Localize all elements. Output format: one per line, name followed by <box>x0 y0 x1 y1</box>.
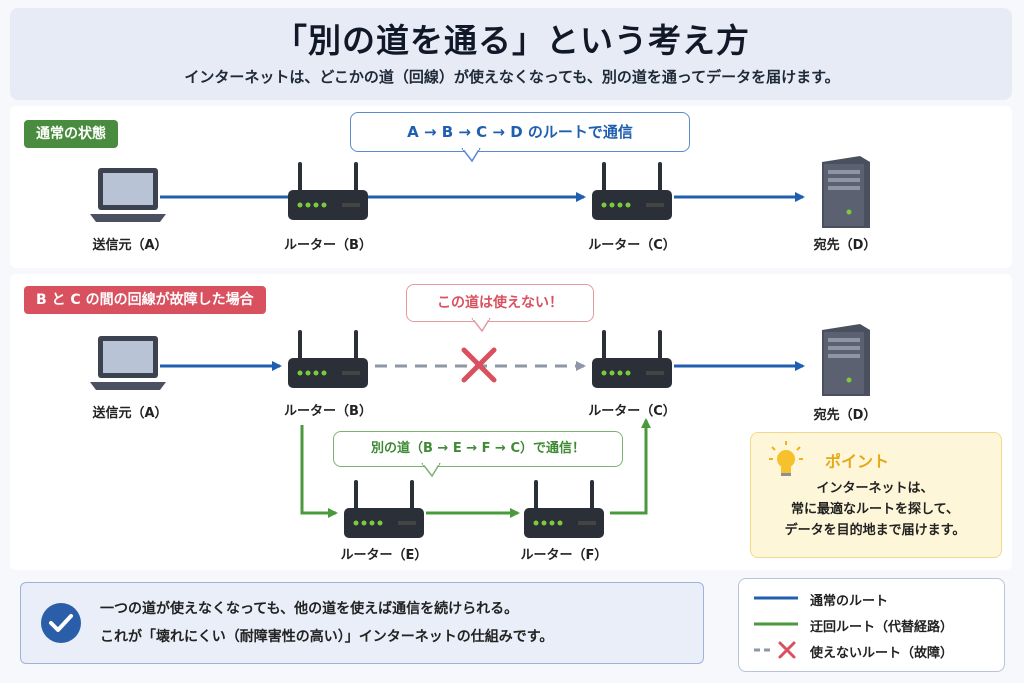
point-line-3: データを目的地まで届けます。 <box>784 523 966 538</box>
bubble-tail-icon <box>471 318 491 333</box>
page-title: 「別の道を通る」という考え方 <box>274 21 750 60</box>
legend-broken-label: 使えないルート（故障） <box>810 646 954 661</box>
detour-f-c-line <box>610 418 651 515</box>
router-icon <box>524 480 604 538</box>
router-icon <box>288 162 368 220</box>
laptop-icon <box>90 168 166 222</box>
normal-route-bubble: A → B → C → D のルートで通信 <box>350 112 690 152</box>
laptop-icon <box>90 336 166 390</box>
legend-detour-label: 迂回ルート（代替経路） <box>810 620 954 635</box>
router-icon <box>288 330 368 388</box>
device-label-router-e: ルーター（E） <box>340 548 428 563</box>
router-icon <box>592 330 672 388</box>
summary-line-1: 一つの道が使えなくなっても、他の道を使えば通信を続けられる。 <box>100 601 519 617</box>
router-icon <box>592 162 672 220</box>
lightbulb-icon <box>769 441 803 476</box>
device-label-router-b: ルーター（B） <box>284 404 372 419</box>
bubble-tail-icon <box>461 148 481 163</box>
checkmark-icon <box>41 603 81 643</box>
legend-normal-label: 通常のルート <box>810 594 889 609</box>
server-icon <box>822 156 870 228</box>
device-label-dest: 宛先（D） <box>813 238 877 253</box>
summary-box <box>20 582 704 664</box>
device-label-router-b: ルーター（B） <box>284 238 372 253</box>
device-label-router-c: ルーター（C） <box>588 238 676 253</box>
server-icon <box>822 324 870 396</box>
bubble-tail-icon <box>421 463 441 478</box>
device-label-dest: 宛先（D） <box>813 408 877 423</box>
device-label-router-f: ルーター（F） <box>520 548 608 563</box>
point-line-2: 常に最適なルートを探して、 <box>791 502 959 517</box>
legend-x-icon <box>778 641 796 659</box>
device-label-router-c: ルーター（C） <box>588 404 676 419</box>
device-label-sender: 送信元（A） <box>92 238 168 253</box>
point-title: ポイント <box>825 452 890 471</box>
normal-state-tag: 通常の状態 <box>24 120 118 148</box>
legend-swatches <box>754 596 798 659</box>
point-body: インターネットは、 常に最適なルートを探して、 データを目的地まで届けます。 <box>756 478 994 541</box>
summary-line-2: これが「壊れにくい（耐障害性の高い）」インターネットの仕組みです。 <box>100 629 554 645</box>
router-icon <box>344 480 424 538</box>
unusable-route-bubble: この道は使えない！ <box>406 284 594 322</box>
detour-route-bubble: 別の道（B → E → F → C）で通信！ <box>333 431 623 467</box>
broken-x-icon <box>461 347 497 383</box>
device-label-sender: 送信元（A） <box>92 406 168 421</box>
header-banner <box>10 8 1012 100</box>
page-subtitle: インターネットは、どこかの道（回線）が使えなくなっても、別の道を通ってデータを届… <box>184 68 840 86</box>
detour-b-e-line <box>300 425 338 518</box>
failure-state-tag: B と C の間の回線が故障した場合 <box>24 286 266 314</box>
point-line-1: インターネットは、 <box>816 481 934 496</box>
